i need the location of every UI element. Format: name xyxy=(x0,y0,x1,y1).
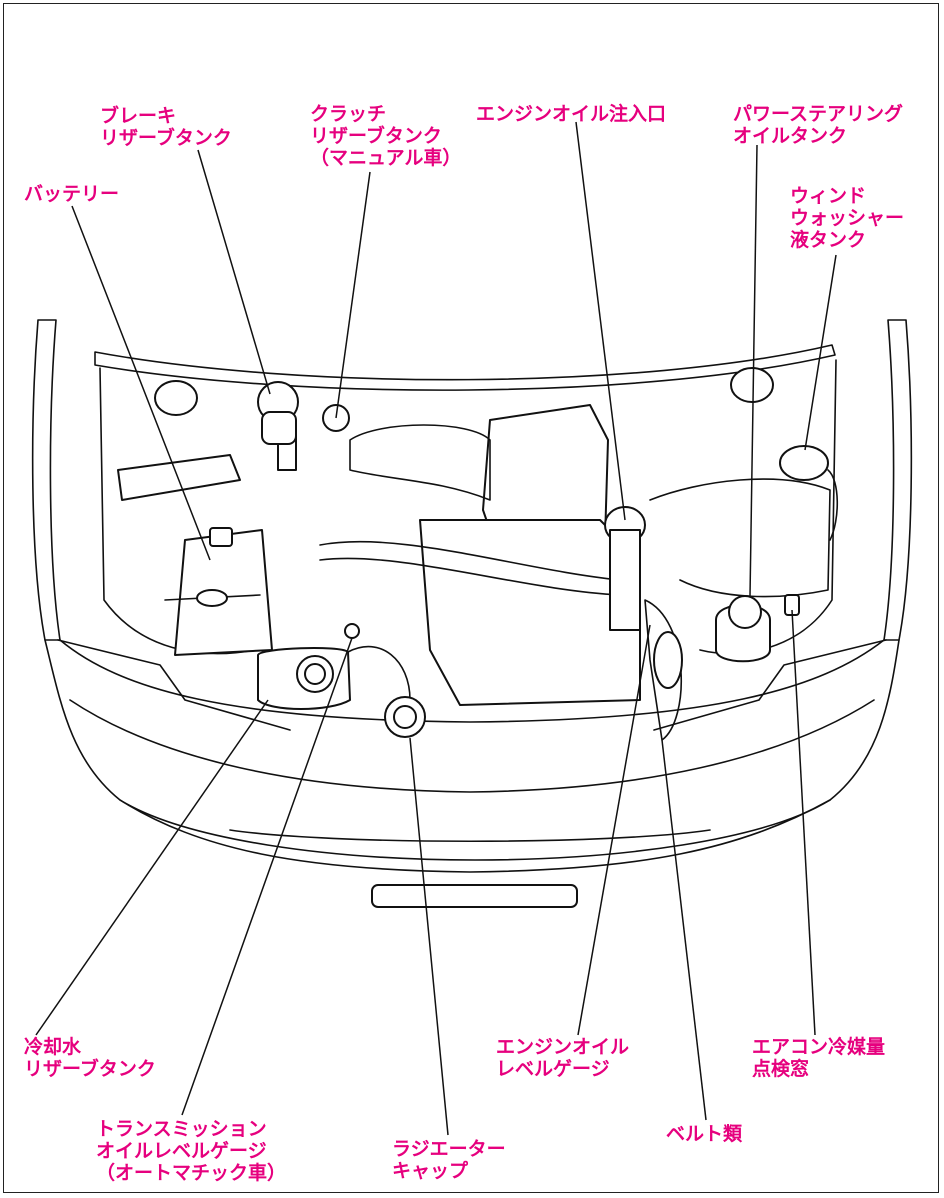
label-ac-refrigerant-window: エアコン冷媒量 点検窓 xyxy=(752,1036,886,1080)
label-engine-oil-level-gauge: エンジンオイル レベルゲージ xyxy=(496,1036,630,1080)
leader-brake xyxy=(197,149,271,395)
leader-oil-gauge xyxy=(577,624,651,1036)
leader-trans xyxy=(181,637,353,1116)
leader-radiator xyxy=(409,737,449,1136)
label-power-steering-tank: パワーステアリング オイルタンク xyxy=(733,103,904,147)
label-brake-reserve-tank: ブレーキ リザーブタンク xyxy=(100,105,232,149)
label-belts: ベルト類 xyxy=(666,1123,743,1145)
label-washer-tank: ウィンド ウォッシャー 液タンク xyxy=(790,185,905,251)
label-transmission-oil-gauge: トランスミッション オイルレベルゲージ （オートマチック車） xyxy=(96,1118,287,1184)
label-battery: バッテリー xyxy=(24,183,120,205)
leader-washer xyxy=(804,254,837,451)
leader-belts xyxy=(661,739,707,1121)
leader-clutch xyxy=(335,171,371,419)
leader-battery xyxy=(71,205,211,561)
leader-ps xyxy=(749,144,758,597)
label-radiator-cap: ラジエーター キャップ xyxy=(392,1138,506,1182)
label-coolant-reserve-tank: 冷却水 リザーブタンク xyxy=(24,1036,156,1080)
leader-ac xyxy=(791,609,816,1036)
leader-oil-filler xyxy=(575,121,626,521)
label-engine-oil-filler: エンジンオイル注入口 xyxy=(476,103,667,125)
leader-coolant xyxy=(35,699,269,1036)
label-clutch-reserve-tank: クラッチ リザーブタンク （マニュアル車） xyxy=(310,103,462,169)
